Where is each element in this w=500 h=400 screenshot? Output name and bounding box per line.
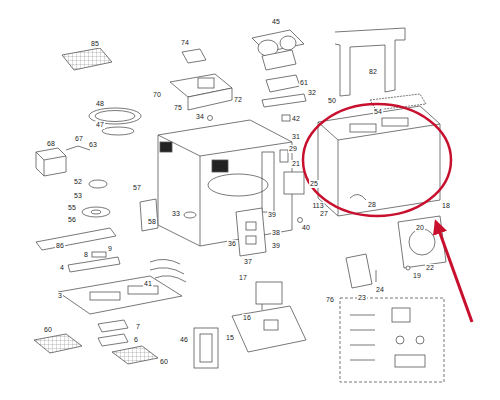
callout-number: 56: [67, 216, 77, 224]
callout-number: 72: [233, 96, 243, 104]
callout-number: 50: [327, 97, 337, 105]
callout-number: 57: [132, 184, 142, 192]
callout-number: 33: [171, 210, 181, 218]
callout-number: 7: [135, 323, 141, 331]
callout-number: 22: [425, 264, 435, 272]
callout-number: 82: [368, 68, 378, 76]
callout-number: 67: [74, 135, 84, 143]
callout-number: 39: [271, 242, 281, 250]
callout-number: 41: [143, 280, 153, 288]
callout-number: 68: [46, 140, 56, 148]
callout-number: 29: [288, 145, 298, 153]
callout-number: 55: [67, 204, 77, 212]
callout-number: 75: [173, 104, 183, 112]
callout-number: 39: [267, 211, 277, 219]
callout-number: 85: [90, 40, 100, 48]
callout-number: 70: [152, 91, 162, 99]
callout-number: 45: [271, 18, 281, 26]
callout-number: 42: [291, 115, 301, 123]
callout-number: 60: [43, 326, 53, 334]
callout-number: 47: [95, 121, 105, 129]
callout-number: 8: [83, 251, 89, 259]
callout-number: 86: [55, 242, 65, 250]
callout-number: 4: [59, 264, 65, 272]
callout-number: 76: [325, 296, 335, 304]
callout-number: 15: [225, 334, 235, 342]
callout-number: 46: [179, 336, 189, 344]
callout-number: 34: [195, 113, 205, 121]
callout-number: 60: [159, 358, 169, 366]
callout-number: 20: [415, 224, 425, 232]
callout-number: 52: [73, 178, 83, 186]
callout-number: 16: [242, 314, 252, 322]
callout-number: 37: [243, 258, 253, 266]
callout-number: 23: [357, 294, 367, 302]
callout-number: 25: [309, 180, 319, 188]
callout-number: 74: [180, 39, 190, 47]
callout-number: 21: [291, 160, 301, 168]
callout-number: 36: [227, 240, 237, 248]
callout-number: 27: [319, 210, 329, 218]
callout-number: 31: [291, 133, 301, 141]
callout-number: 6: [133, 336, 139, 344]
callout-number: 54: [373, 108, 383, 116]
callout-number: 17: [238, 274, 248, 282]
callout-number: 38: [271, 229, 281, 237]
callout-number: 61: [299, 79, 309, 87]
callout-number: 48: [95, 100, 105, 108]
callout-number: 9: [107, 245, 113, 253]
callout-number: 40: [301, 224, 311, 232]
callout-number: 3: [57, 292, 63, 300]
callout-number: 24: [375, 286, 385, 294]
callout-number: 58: [147, 218, 157, 226]
callout-number: 53: [73, 192, 83, 200]
callout-number: 18: [441, 202, 451, 210]
callout-number: 32: [307, 89, 317, 97]
callout-number: 113: [311, 202, 324, 210]
callout-number: 19: [412, 272, 422, 280]
callout-number: 28: [367, 201, 377, 209]
callout-number: 63: [88, 141, 98, 149]
